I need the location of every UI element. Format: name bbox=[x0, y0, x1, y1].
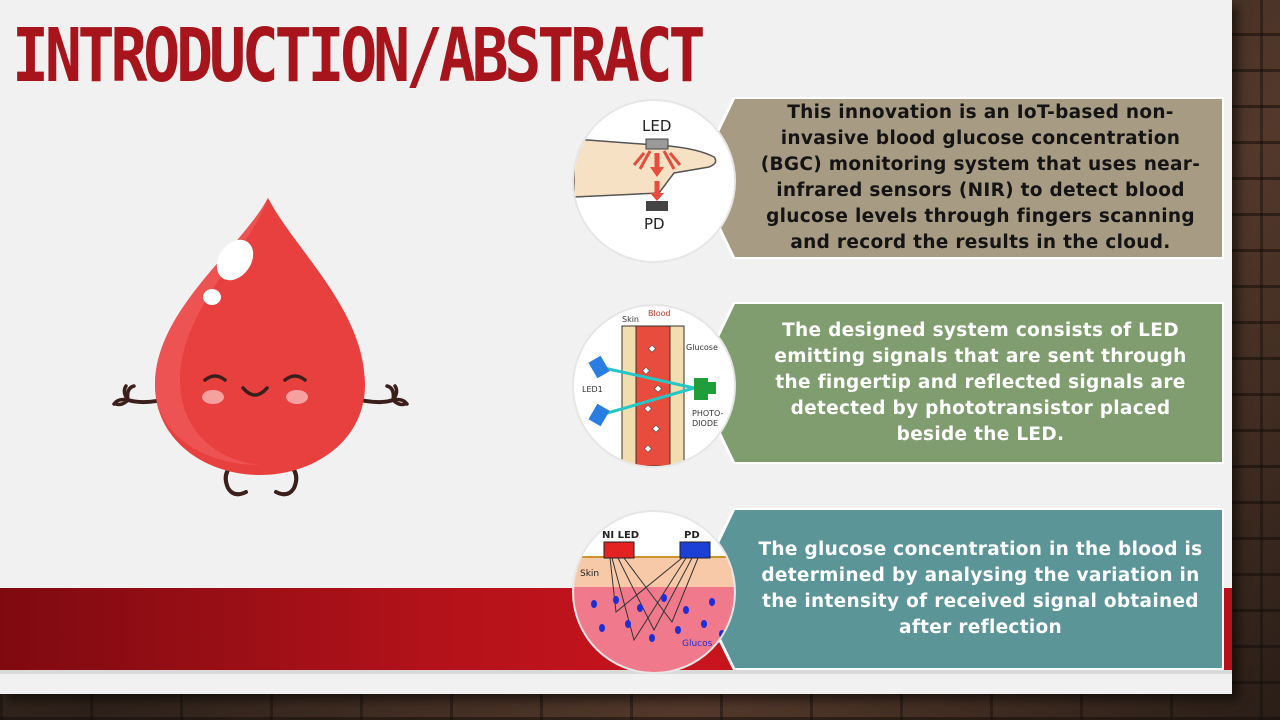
info-text-1: This innovation is an IoT-based non-inva… bbox=[760, 102, 1201, 253]
info-text-3: The glucose concentration in the blood i… bbox=[758, 539, 1203, 638]
slide: INTRODUCTION/ABSTRACT bbox=[0, 0, 1232, 694]
skin-label: Skin bbox=[622, 315, 639, 324]
bottom-divider bbox=[0, 670, 1232, 674]
info-panel-1: This innovation is an IoT-based non-inva… bbox=[697, 99, 1222, 257]
blood-label: Blood bbox=[648, 309, 671, 318]
blood-drop-mascot bbox=[100, 190, 420, 510]
led1-label: LED1 bbox=[582, 385, 603, 394]
diode-label: DIODE bbox=[692, 419, 718, 428]
led-finger-diagram: LED PD bbox=[572, 99, 736, 263]
info-panel-3: The glucose concentration in the blood i… bbox=[697, 510, 1222, 668]
info-text-2: The designed system consists of LED emit… bbox=[774, 320, 1187, 445]
pd-label-2: PD bbox=[684, 530, 700, 541]
glucose-label: Glucose bbox=[686, 343, 718, 352]
skin-blood-diagram: Skin Blood Glucose LED1 PHOTO- DIODE bbox=[572, 304, 736, 468]
glucose-reflection-diagram: NI LED PD Skin Glucos bbox=[572, 510, 736, 674]
pd-label: PD bbox=[644, 215, 665, 233]
glucose-label-2: Glucos bbox=[682, 639, 713, 649]
slide-title: INTRODUCTION/ABSTRACT bbox=[12, 13, 706, 99]
skin-label-2: Skin bbox=[580, 569, 599, 579]
photo-label: PHOTO- bbox=[692, 409, 724, 418]
ni-led-label: NI LED bbox=[602, 530, 639, 541]
led-label: LED bbox=[642, 117, 671, 135]
info-panel-2: The designed system consists of LED emit… bbox=[697, 304, 1222, 462]
